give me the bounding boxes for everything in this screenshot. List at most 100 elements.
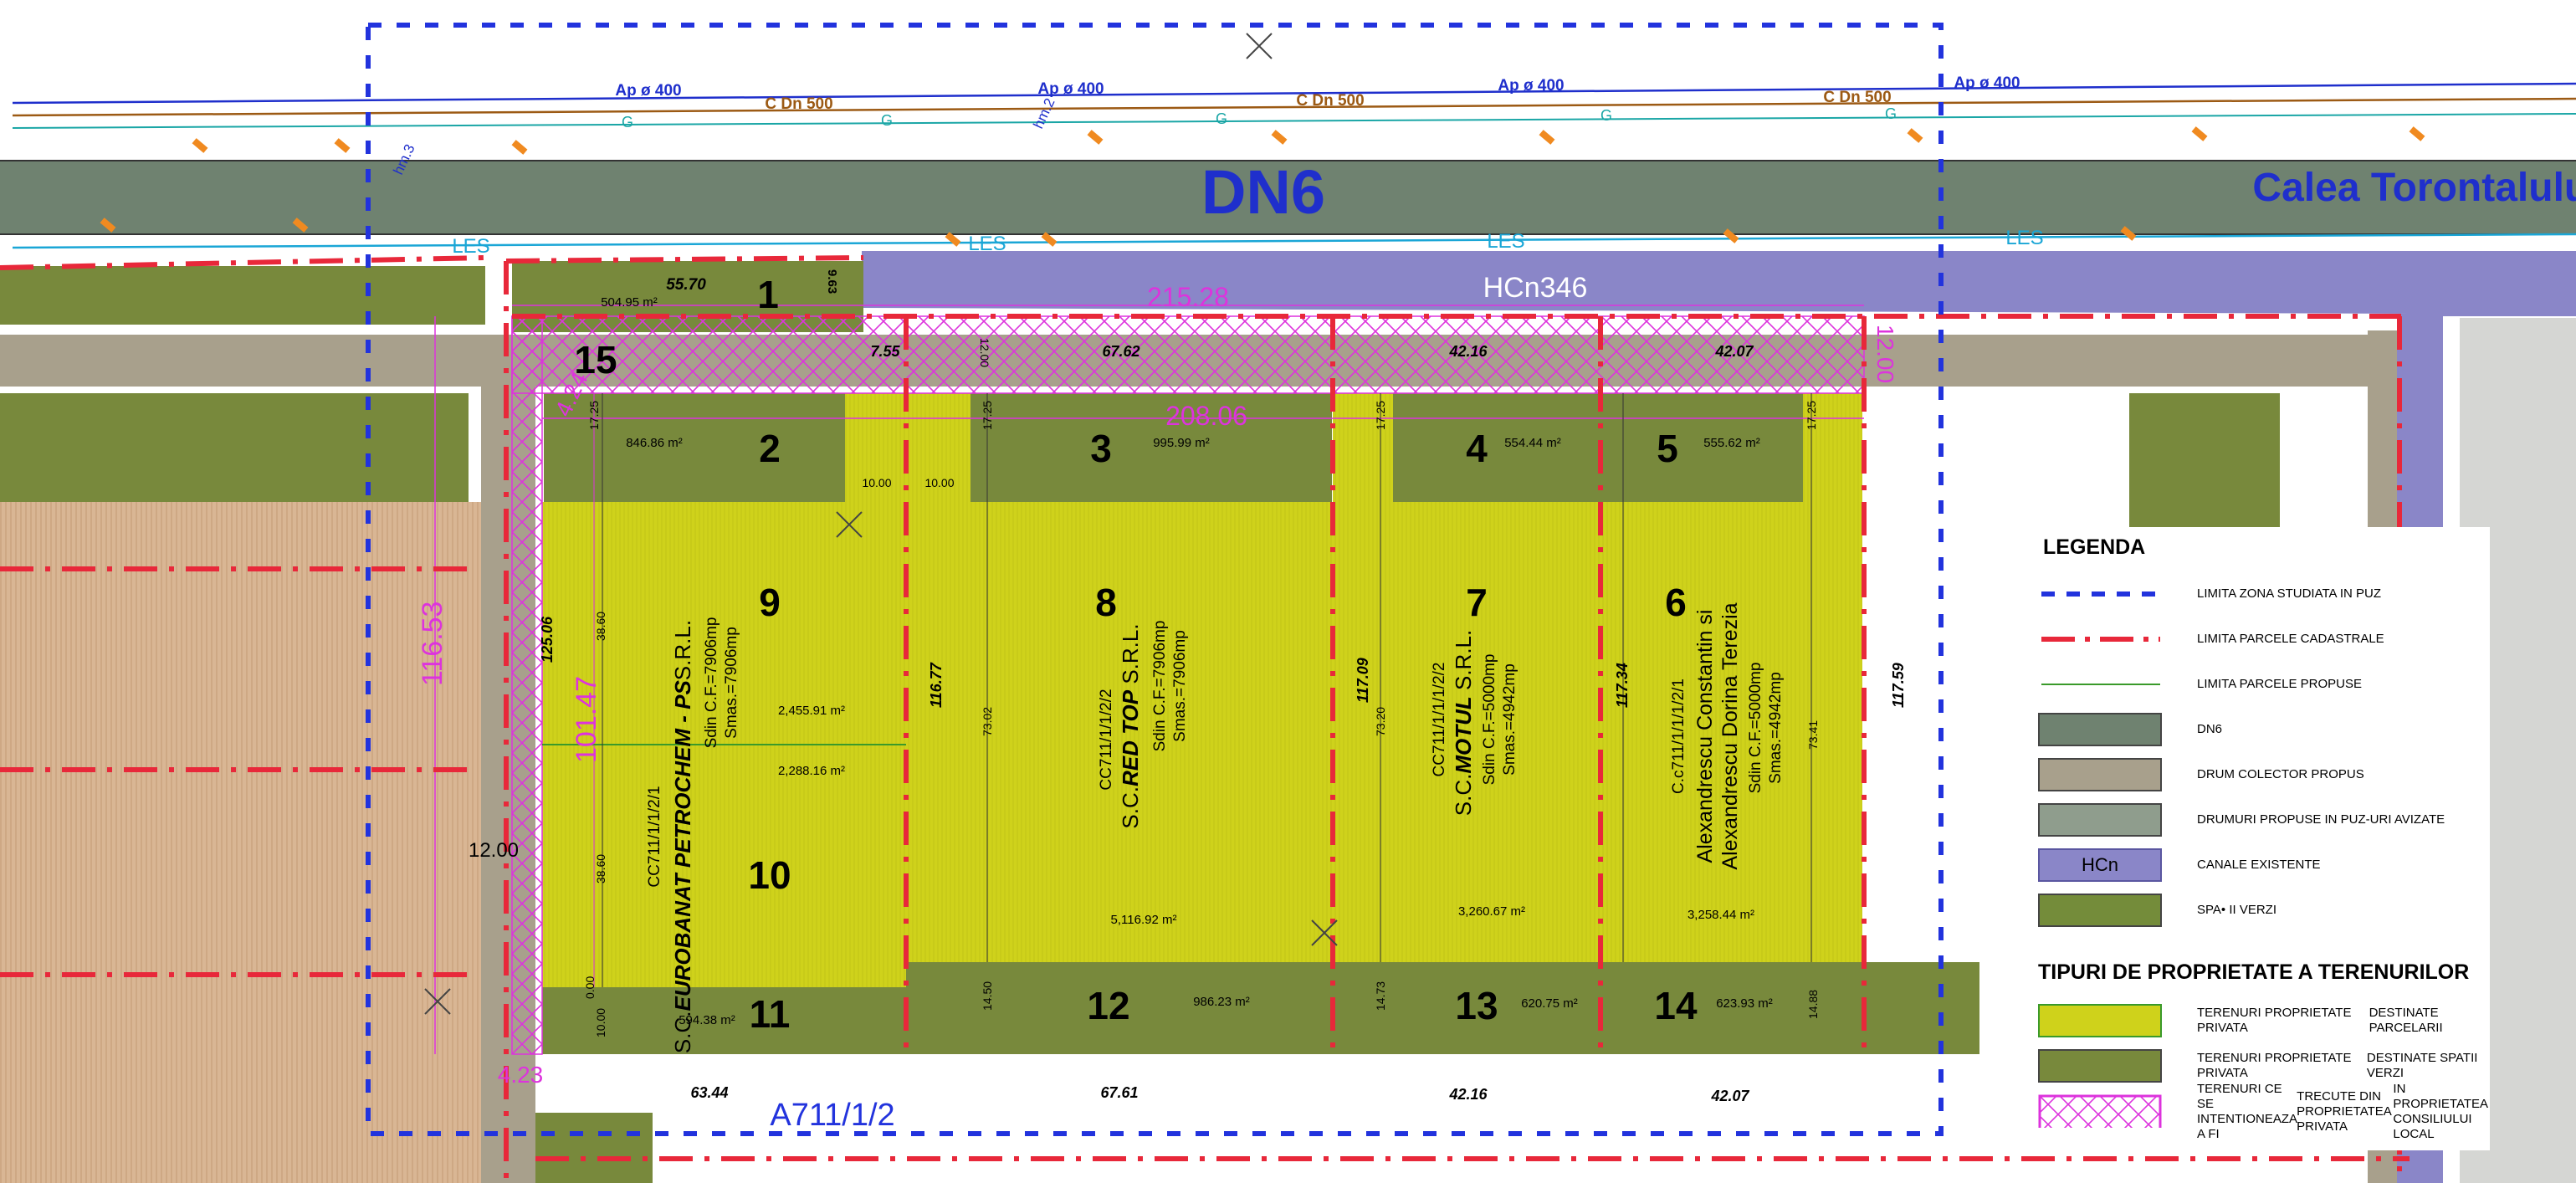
legend-label-study-limit: LIMITA ZONA STUDIATA IN PUZ [2197,586,2382,601]
parcel-6-yellow [1600,502,1862,962]
parcel-7-yellow-main [1393,502,1600,962]
parcel-3-green [970,393,1332,502]
legend-own-parcel-line1: TERENURI PROPRIETATE PRIVATA [2197,1006,2352,1035]
legend-own-green-line2: DESTINATE SPATII VERZI [2366,1051,2478,1080]
svg-text:S.C.EUROBANAT PETROCHEM - PSS.: S.C.EUROBANAT PETROCHEM - PSS.R.L. [670,620,695,1053]
utility-label-g-2: G [881,112,893,129]
dim-4207b: 42.07 [1710,1088,1749,1104]
dim-6761: 67.61 [1100,1084,1138,1101]
road-label-calea: Calea Torontalului [2252,166,2576,210]
area-14: 623.93 m² [1716,996,1773,1011]
gas-line [12,113,2576,129]
lot-number-14: 14 [1654,984,1698,1027]
svg-text:Smas.=4942mp: Smas.=4942mp [1501,663,1518,776]
parcel-12-14-green [906,962,1991,1054]
dim-6344: 63.44 [690,1084,728,1101]
dim-21528: 215.28 [1147,282,1229,312]
area-4: 554.44 m² [1504,436,1561,450]
dim-1200b: 12.00 [1872,325,1898,383]
utility-label-hm2: hm.2 [1030,95,1058,131]
legend-label-cadastral: LIMITA PARCELE CADASTRALE [2197,632,2384,646]
farmland-area [0,502,481,1183]
dim-11734: 117.34 [1614,663,1631,708]
hatch-north-strip [511,315,1865,394]
lot-number-3: 3 [1090,427,1112,470]
lot-number-9: 9 [759,581,781,624]
utility-label-cdn500-1: C Dn 500 [765,95,832,113]
parcel-areas: 504.95 m² 846.86 m² 995.99 m² 554.44 m² … [601,295,1773,1027]
legend-item-lateral-roads: DRUMURI PROPUSE IN PUZ-URI AVIZATE [2038,803,2490,840]
svg-text:Alexandrescu Constantin si: Alexandrescu Constantin si [1693,610,1717,863]
svg-text:Smas.=7906mp: Smas.=7906mp [1171,630,1189,742]
svg-text:C.c711/1/1/1/2/1: C.c711/1/1/1/2/1 [1670,679,1687,794]
svg-text:Sdin C.F.=5000mp: Sdin C.F.=5000mp [1747,663,1764,794]
dim-10147: 101.47 [571,676,602,763]
legend-panel: LEGENDA LIMITA ZONA STUDIATA IN PUZ LIMI… [1979,527,2490,1150]
area-10: 2,288.16 m² [778,764,845,778]
svg-text:Sdin C.F.=7906mp: Sdin C.F.=7906mp [1151,621,1169,752]
legend-label-proposed: LIMITA PARCELE PROPUSE [2197,677,2362,691]
dim-1725a: 17.25 [587,401,601,430]
dim-423: 4.23 [498,1062,544,1088]
svg-text:CC711/1/1/1/2/2: CC711/1/1/1/2/2 [1431,663,1448,777]
svg-text:S.C.MOTUL S.R.L.: S.C.MOTUL S.R.L. [1451,630,1476,816]
area-1: 504.95 m² [601,295,658,310]
owner-label-9: CC711/1/1/2/1 S.C.EUROBANAT PETROCHEM - … [646,617,740,1053]
lot-number-13: 13 [1455,984,1498,1027]
svg-text:Sdin C.F.=7906mp: Sdin C.F.=7906mp [703,617,720,749]
svg-text:CC711/1/1/2/1: CC711/1/1/2/1 [646,786,663,887]
lot-number-4: 4 [1466,427,1488,470]
dim-1725c: 17.25 [1374,401,1387,430]
lot-number-8: 8 [1095,581,1117,624]
legend-title: LEGENDA [2043,535,2146,559]
area-12: 986.23 m² [1193,995,1250,1009]
legend-item-green: SPA• II VERZI [2038,894,2490,930]
owner-label-6: C.c711/1/1/1/2/1 Alexandrescu Constantin… [1670,602,1785,869]
legend-own-green: TERENURI PROPRIETATE PRIVATA DESTINATE SP… [2038,1049,2490,1086]
legend-item-proposed: LIMITA PARCELE PROPUSE [2038,668,2490,704]
legend-item-dn6: DN6 [2038,713,2490,750]
lot-number-12: 12 [1087,984,1129,1027]
utility-label-g-3: G [1216,110,1227,127]
dim-7341: 73.41 [1806,720,1820,750]
legend-item-cadastral: LIMITA PARCELE CADASTRALE [2038,622,2490,659]
dim-20806: 208.06 [1165,401,1247,431]
dim-12506: 125.06 [539,616,556,663]
legend-own-green-line1: TERENURI PROPRIETATE PRIVATA [2197,1051,2352,1080]
utility-label-les-2: LES [968,233,1006,255]
dim-3860a: 38.60 [594,612,607,641]
legend-label-collector: DRUM COLECTOR PROPUS [2197,767,2364,781]
water-main-line [12,82,2576,105]
legend-symbol-canal: HCn [2038,848,2162,882]
area-11: 594.38 m² [679,1013,735,1027]
legend-symbol-proposed [2041,684,2160,685]
owner-label-7: CC711/1/1/1/2/2 S.C.MOTUL S.R.L. Sdin C.… [1431,630,1518,816]
utility-label-ap400-3: Ap ø 400 [1498,77,1564,95]
lot-number-11: 11 [750,992,791,1036]
les-line [12,233,2576,249]
legend-symbol-collector [2038,758,2162,791]
dim-1200a: 12.00 [978,338,991,367]
dim-11709: 117.09 [1355,658,1371,703]
plot-label-a711: A711/1/2 [770,1098,894,1133]
utility-label-cdn500-3: C Dn 500 [1823,89,1891,106]
road-label-dn6: DN6 [1201,157,1325,227]
dim-1488: 14.88 [1806,990,1820,1019]
lot-number-10: 10 [748,853,791,897]
lot-numbers: 1 2 3 4 5 6 7 8 9 10 11 12 13 14 15 [574,273,1698,1036]
dim-1000b: 10.00 [924,476,954,489]
dim-7320: 73.20 [1374,707,1387,736]
dim-4216a: 42.16 [1448,343,1488,360]
owner-label-8: CC711/1/1/2/2 S.C.RED TOP S.R.L. Sdin C.… [1098,621,1189,829]
dim-4216b: 42.16 [1448,1086,1488,1103]
legend-symbol-green [2038,894,2162,927]
utility-label-ap400-1: Ap ø 400 [615,82,681,100]
utility-label-cdn500-2: C Dn 500 [1296,92,1364,110]
legend-symbol-own-green [2038,1049,2162,1083]
svg-text:CC711/1/1/2/2: CC711/1/1/2/2 [1098,689,1115,790]
study-zone-boundary [366,23,1944,1136]
utility-label-g-5: G [1885,105,1897,122]
